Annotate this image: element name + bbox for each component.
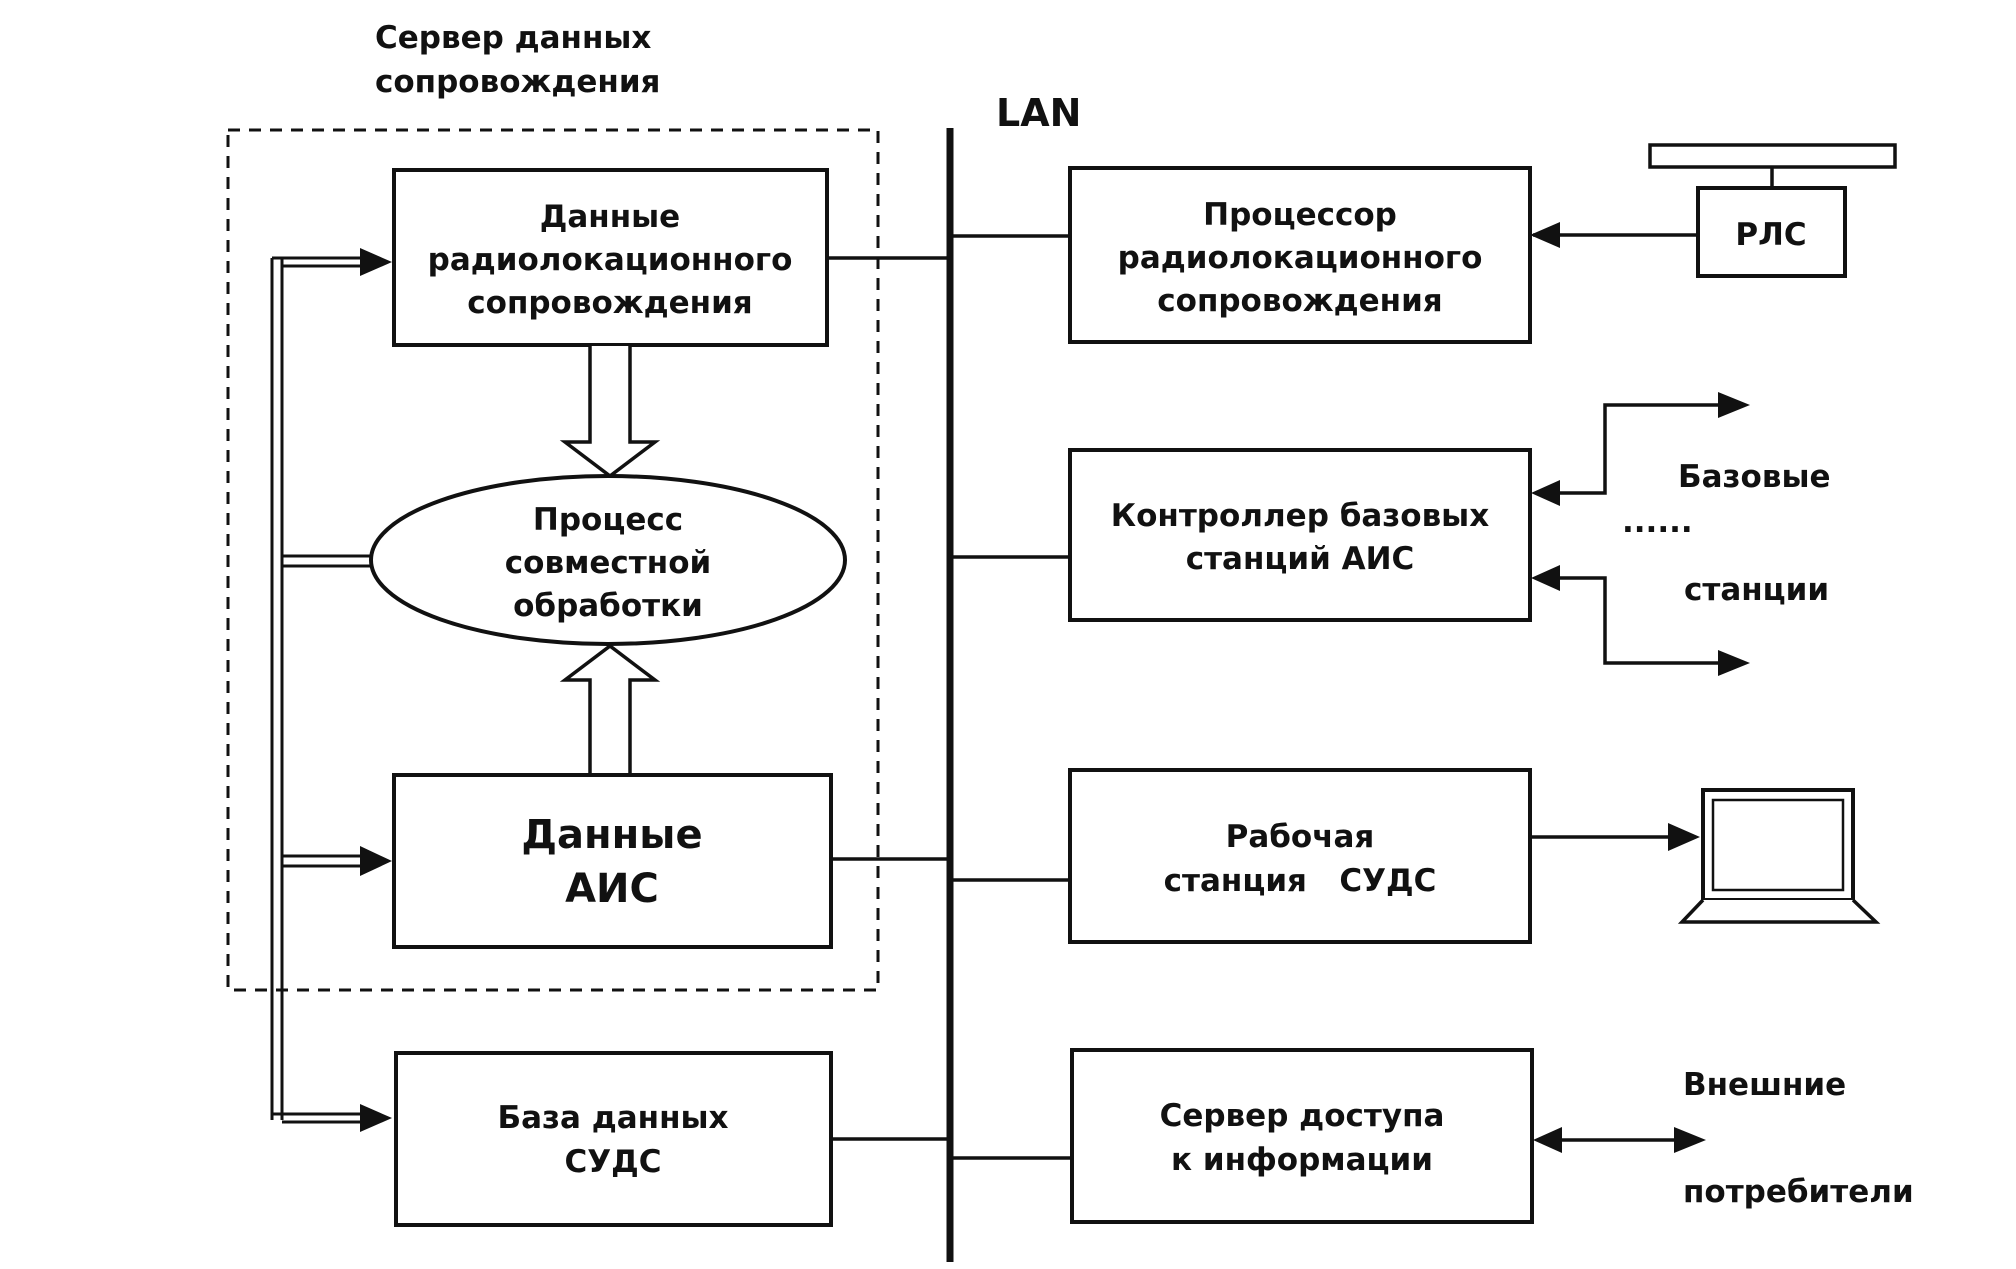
- consumers-top-label: Внешние: [1683, 1067, 1846, 1103]
- ais-controller-box: Контроллер базовых станций АИС: [1068, 448, 1532, 622]
- arrow-head-radar-processor: [1530, 222, 1560, 248]
- base-stations-dots: ......: [1622, 504, 1693, 540]
- radar-processor-line1: Процессор: [1203, 197, 1397, 233]
- radar-processor-box: Процессор радиолокационного сопровождени…: [1068, 166, 1532, 344]
- server-group-title-line2: сопровождения: [375, 64, 660, 100]
- server-group-title-line1: Сервер данных: [375, 20, 651, 56]
- ais-data-line1: Данные: [521, 812, 702, 858]
- arrow-to-radar-data: [360, 248, 392, 276]
- lan-label: LAN: [996, 91, 1081, 135]
- arrow-head-base-out-bottom: [1718, 650, 1750, 676]
- computer-terminal-icon: [1677, 788, 1881, 924]
- ais-data-box: Данные АИС: [392, 773, 833, 949]
- joint-process-line3: обработки: [513, 588, 703, 624]
- workstation-line2: станция СУДС: [1164, 863, 1437, 899]
- hollow-arrow-up: [559, 643, 661, 776]
- base-station-links: [1560, 403, 1720, 665]
- access-server-line2: к информации: [1171, 1142, 1433, 1178]
- ais-controller-line1: Контроллер базовых: [1111, 498, 1489, 534]
- arrow-head-base-out-top: [1718, 392, 1750, 418]
- arrow-to-ais-data: [360, 846, 392, 876]
- joint-processing-ellipse: Процесс совместной обработки: [369, 474, 847, 646]
- arrow-head-consumers-out: [1674, 1127, 1706, 1153]
- vts-database-box: База данных СУДС: [394, 1051, 833, 1227]
- workstation-line1: Рабочая: [1226, 819, 1375, 855]
- arrow-head-to-terminal: [1668, 823, 1700, 851]
- vts-workstation-box: Рабочая станция СУДС: [1068, 768, 1532, 944]
- radar-data-line3: сопровождения: [467, 285, 752, 321]
- lan-connectors-left: [827, 256, 950, 1141]
- radar-antenna-icon: [1648, 143, 1897, 188]
- radar-box: РЛС: [1696, 186, 1847, 278]
- arrow-head-base-in-top: [1531, 480, 1560, 506]
- ais-data-line2: АИС: [565, 866, 659, 912]
- hollow-arrow-down: [559, 346, 661, 479]
- arrow-to-database: [360, 1104, 392, 1132]
- radar-tracking-data-box: Данные радиолокационного сопровождения: [392, 168, 829, 347]
- arrow-head-consumers-in: [1533, 1127, 1562, 1153]
- server-group-boundary: [226, 128, 880, 992]
- database-line1: База данных: [497, 1100, 728, 1136]
- joint-process-line2: совместной: [505, 545, 711, 581]
- radar-processor-line3: сопровождения: [1157, 283, 1442, 319]
- consumers-bottom-label: потребители: [1683, 1174, 1914, 1210]
- radar-data-line2: радиолокационного: [428, 242, 793, 278]
- radar-processor-line2: радиолокационного: [1118, 240, 1483, 276]
- base-stations-top-label: Базовые: [1678, 459, 1831, 495]
- lan-connectors-right: [950, 234, 1070, 1160]
- arrow-head-base-in-bottom: [1531, 565, 1560, 591]
- internal-bus: [270, 256, 372, 1124]
- joint-process-line1: Процесс: [533, 502, 683, 538]
- ais-controller-line2: станций АИС: [1186, 541, 1415, 577]
- base-stations-bottom-label: станции: [1684, 572, 1829, 608]
- database-line2: СУДС: [564, 1144, 661, 1180]
- access-server-line1: Сервер доступа: [1160, 1098, 1445, 1134]
- radar-data-line1: Данные: [540, 199, 680, 235]
- radar-label: РЛС: [1735, 217, 1806, 253]
- access-server-box: Сервер доступа к информации: [1070, 1048, 1534, 1224]
